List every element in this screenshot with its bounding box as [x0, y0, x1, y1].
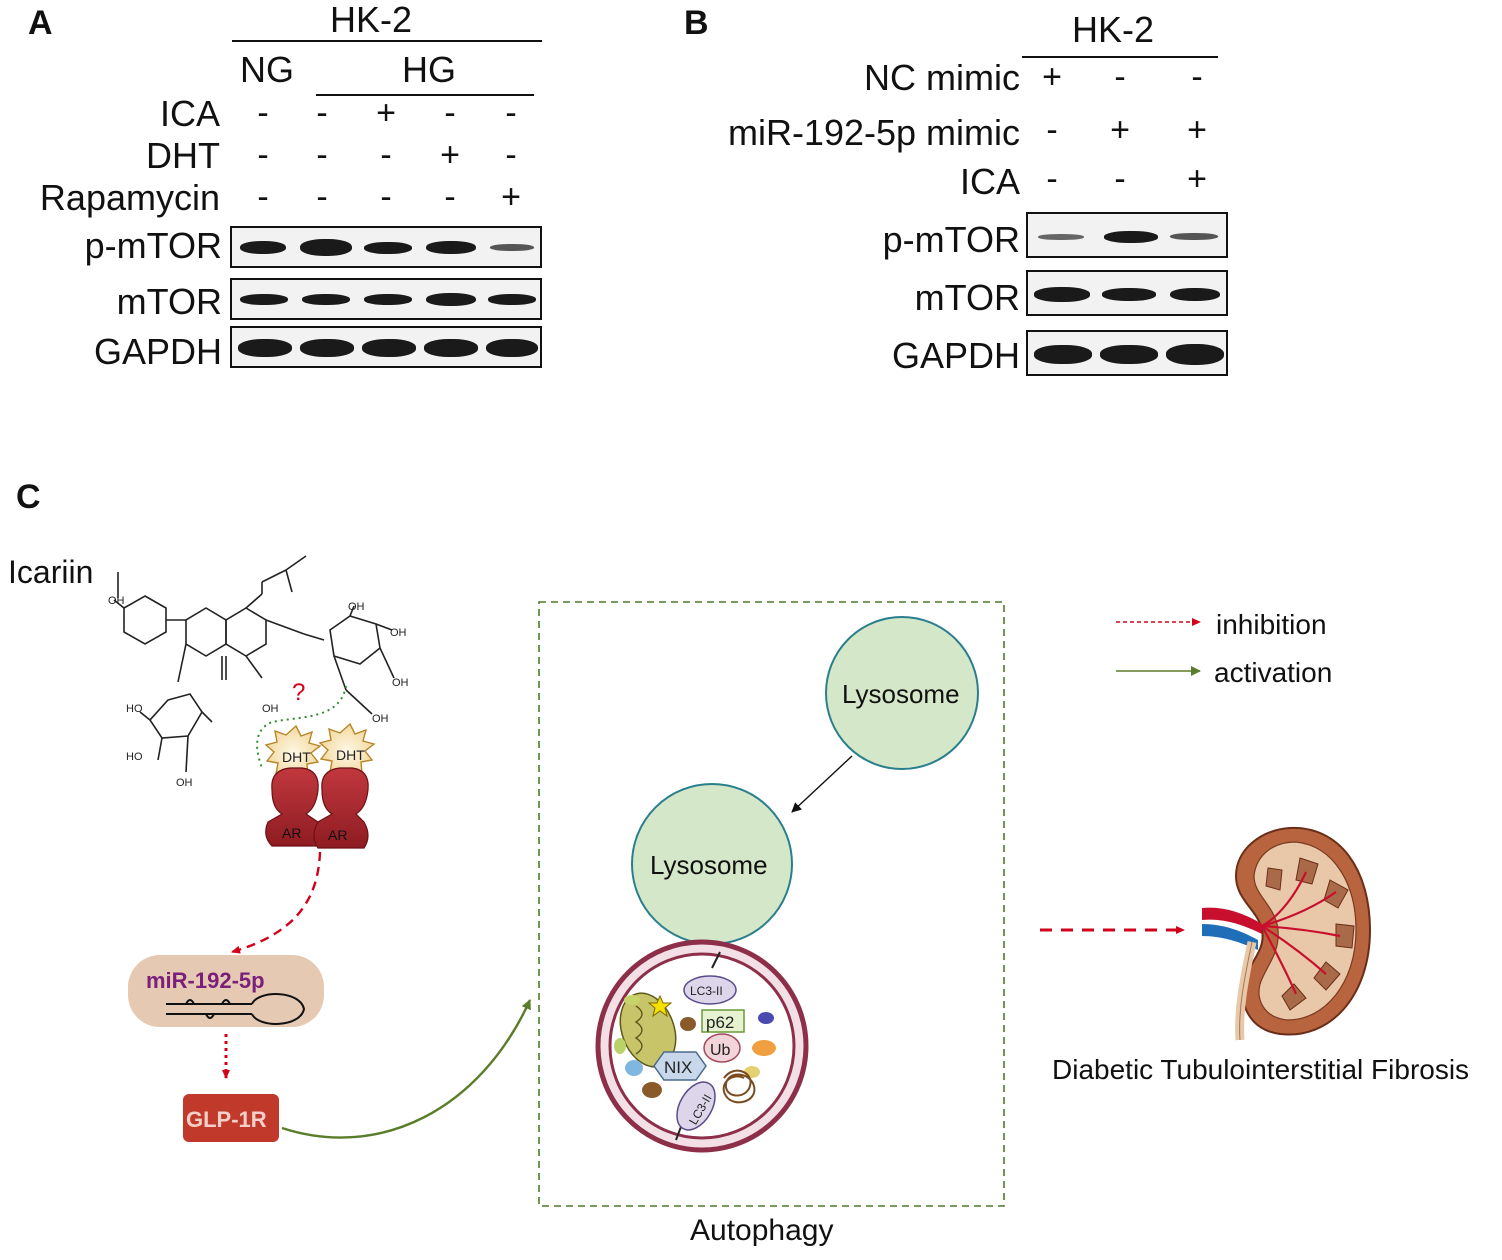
svg-text:OH: OH [262, 703, 279, 715]
svg-text:OH: OH [372, 713, 389, 725]
svg-text:HO: HO [126, 751, 143, 763]
panel-a-sign: - [257, 178, 269, 216]
autophagy-box [538, 601, 1005, 1207]
panel-a-blot-label: mTOR [116, 281, 222, 322]
panel-b-treatment-label: ICA [959, 161, 1020, 202]
panel-c-letter: C [16, 478, 41, 516]
binding-dotted-line [256, 685, 347, 769]
panel-b-sign: - [1046, 160, 1058, 198]
panel-b-blot-label: mTOR [914, 277, 1020, 318]
svg-text:GLP-1R: GLP-1R [186, 1107, 267, 1132]
panel-a-sign: - [257, 94, 269, 132]
mirna-box: miR-192-5p [128, 955, 324, 1027]
panel-b-blot-mtor [1026, 270, 1228, 316]
panel-a-group-hg: HG [402, 49, 456, 90]
panel-b-sign: + [1187, 111, 1207, 149]
svg-text:Ub: Ub [710, 1042, 731, 1059]
panel-a-sign: - [257, 136, 269, 174]
panel-b-sign: - [1191, 58, 1203, 96]
panel-b-blot-label: GAPDH [891, 335, 1020, 376]
panel-a-blot-mtor [230, 278, 542, 320]
panel-b-sign: + [1110, 111, 1130, 149]
legend-activation-label: activation [1214, 657, 1332, 688]
autophagy-label: Autophagy [690, 1214, 834, 1247]
panel-b-treatment-label: NC mimic [864, 57, 1020, 98]
panel-a-sign: - [505, 136, 517, 174]
panel-a-blot-label: p-mTOR [84, 225, 222, 266]
panel-a-treatment-label: Rapamycin [39, 177, 220, 218]
panel-a-treatment-label: ICA [159, 93, 220, 134]
panel-b-sign: + [1187, 160, 1207, 198]
panel-b-sign: + [1042, 58, 1062, 96]
lysosome-bottom: Lysosome [631, 783, 793, 945]
svg-text:OH: OH [176, 777, 193, 789]
panel-a-blot-gapdh [230, 326, 542, 368]
ar-receptor-1: AR [265, 767, 322, 847]
panel-a-cell-line: HK-2 [330, 0, 413, 40]
svg-text:LC3-II: LC3-II [690, 984, 723, 998]
panel-a-sign: - [444, 178, 456, 216]
panel-a-group-ng: NG [240, 49, 294, 90]
autophagosome: LC3-II p62 Ub NIX LC3-II [595, 939, 809, 1153]
svg-text:p62: p62 [706, 1013, 734, 1032]
panel-b-sign: - [1046, 111, 1058, 149]
lysosome-fusion-arrow [791, 755, 853, 813]
panel-a-hg-bar [316, 94, 534, 96]
ar-receptor-2: AR [313, 767, 369, 849]
svg-text:HO: HO [126, 703, 143, 715]
inhibition-arrow-ar-to-mir [231, 851, 322, 954]
svg-text:AR: AR [328, 827, 347, 843]
oh-labels: OH OH OH OH OH OH HO HO OH [108, 595, 409, 789]
svg-text:NIX: NIX [664, 1058, 692, 1077]
panel-b-blot-gapdh [1026, 330, 1228, 376]
svg-text:OH: OH [390, 627, 407, 639]
svg-text:OH: OH [392, 677, 409, 689]
svg-text:AR: AR [282, 825, 301, 841]
icariin-structure [113, 555, 395, 773]
panel-b-sign: - [1114, 160, 1126, 198]
panel-a-sign: + [376, 94, 396, 132]
panel-a-cell-line-bar [232, 40, 542, 42]
panel-a-sign: - [316, 94, 328, 132]
svg-text:DHT: DHT [336, 747, 365, 763]
svg-text:Lysosome: Lysosome [842, 679, 960, 709]
panel-a-sign: + [501, 178, 521, 216]
panel-a-sign: - [380, 178, 392, 216]
panel-a-letter: A [28, 4, 53, 42]
panel-b-letter: B [684, 4, 709, 42]
lysosome-top: Lysosome [825, 616, 979, 770]
panel-a-blot-label: GAPDH [93, 331, 222, 372]
panel-a-sign: - [316, 178, 328, 216]
legend: inhibition activation [1116, 609, 1332, 688]
svg-text:DHT: DHT [282, 749, 311, 765]
panel-b-blot-label: p-mTOR [882, 219, 1020, 260]
panel-a-sign: - [380, 136, 392, 174]
icariin-label: Icariin [8, 554, 94, 590]
panel-b-cell-line: HK-2 [1072, 9, 1155, 50]
panel-a-sign: - [316, 136, 328, 174]
panel-b-blot-p-mtor [1026, 212, 1228, 258]
panel-a-sign: - [505, 94, 517, 132]
kidney-illustration [1202, 826, 1372, 1041]
panel-a-treatment-label: DHT [146, 135, 220, 176]
svg-text:OH: OH [348, 601, 365, 613]
panel-b-sign: - [1114, 58, 1126, 96]
question-mark: ? [292, 679, 305, 706]
panel-a-sign: - [444, 94, 456, 132]
activation-arrow-glp1r-to-autophagy [281, 999, 532, 1139]
svg-text:Lysosome: Lysosome [650, 850, 768, 880]
legend-inhibition-label: inhibition [1216, 609, 1327, 640]
panel-b-cell-line-bar [1022, 56, 1218, 58]
panel-a-sign: + [440, 136, 460, 174]
panel-a-blot-p-mtor [230, 226, 542, 268]
panel-b-treatment-label: miR-192-5p mimic [727, 112, 1020, 153]
outcome-label: Diabetic Tubulointerstitial Fibrosis [1052, 1054, 1470, 1085]
svg-text:miR-192-5p: miR-192-5p [146, 968, 265, 993]
glp1r-box: GLP-1R [183, 1094, 279, 1142]
svg-text:OH: OH [108, 595, 125, 607]
